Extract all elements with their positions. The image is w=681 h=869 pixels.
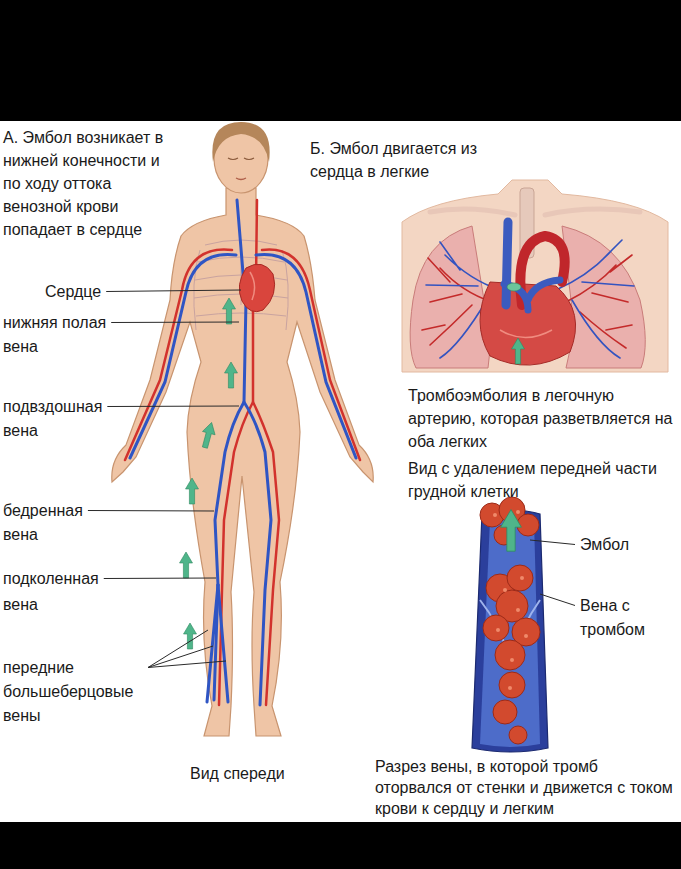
panel-heading: А. Эмбол возникает в нижней конечности и… [3, 126, 179, 241]
vein-section [495, 640, 525, 670]
view-caption: Вид спереди [190, 762, 330, 785]
vein-section [516, 608, 520, 612]
chest-view [504, 280, 560, 310]
vein-section [480, 497, 540, 744]
vein-section [493, 700, 517, 724]
vein [214, 585, 218, 700]
leader-line [148, 630, 208, 668]
vein-section [496, 628, 500, 632]
flow-arrow [199, 421, 218, 449]
body-figure [236, 178, 246, 180]
chest-view [402, 180, 668, 372]
part-label: Вена с тромбом [580, 594, 665, 642]
chest-view [507, 283, 521, 291]
body-figure [112, 188, 373, 736]
vein-section [507, 565, 533, 591]
flow-arrow [180, 552, 193, 578]
part-label: Эмбол [580, 533, 670, 556]
vein-section [520, 576, 524, 580]
anatomy-label: нижняя полая вена [3, 311, 128, 359]
anatomy-label: подколенная вена [3, 566, 128, 618]
leader-line [107, 406, 239, 408]
vein [215, 300, 246, 585]
anatomy-label: бедренная вена [3, 499, 113, 547]
flow-arrow [184, 623, 197, 649]
artery [125, 250, 232, 461]
artery [125, 200, 360, 705]
chest-view [506, 222, 508, 305]
leader-line [111, 322, 239, 324]
vein [207, 585, 218, 702]
chest-view [402, 180, 668, 372]
vein-section [503, 588, 507, 592]
vein-section [516, 510, 520, 514]
chest-view [500, 330, 552, 338]
body-figure [212, 122, 269, 162]
vein-section [472, 510, 548, 752]
vein-section [524, 634, 528, 638]
body-figure [228, 158, 254, 160]
vein [130, 200, 356, 705]
leader-line [88, 290, 575, 668]
vein-section [509, 726, 527, 744]
anatomy-label: передние большеберцовые вены [3, 656, 143, 728]
figure-caption: Вид с удалением передней части грудной к… [408, 457, 674, 503]
leader-line [106, 290, 241, 292]
leader-line [88, 510, 214, 512]
leader-line [530, 540, 575, 545]
flow-arrow [225, 362, 238, 388]
panel-heading: Б. Эмбол двигается из сердца в легкие [310, 137, 490, 183]
vein [237, 200, 244, 285]
leader-line [148, 646, 213, 668]
chest-view [566, 255, 632, 348]
vein-section [501, 510, 522, 552]
vein-section [472, 497, 548, 752]
vein-section [499, 672, 525, 698]
heart [239, 264, 274, 312]
leader-line [540, 594, 575, 606]
black-band [0, 822, 681, 869]
vein [218, 585, 228, 702]
leader-line [148, 661, 226, 668]
anatomy-label: подвздошная вена [3, 395, 128, 443]
vein [244, 402, 271, 705]
vein-section [483, 615, 509, 641]
vein-section [508, 686, 512, 690]
artery [253, 295, 279, 705]
flow-arrow [180, 298, 238, 649]
chest-view [430, 209, 640, 215]
vein-section [493, 510, 528, 690]
flow-arrow [186, 478, 199, 504]
flow-arrow [223, 298, 236, 324]
black-band [0, 0, 681, 121]
vein-section [493, 513, 497, 517]
figure-caption: Тромбоэмболия в легочную артерию, котора… [408, 384, 674, 453]
vein [130, 254, 236, 458]
figure-caption: Разрез вены, в которой тромб оторвался о… [375, 756, 675, 819]
leader-line [104, 578, 216, 580]
chest-view [562, 226, 645, 368]
heart [250, 272, 255, 300]
body-figure [112, 122, 373, 736]
vein-section [510, 658, 514, 662]
heart [239, 264, 274, 312]
artery [219, 402, 253, 705]
chest-view [512, 338, 525, 364]
anatomy-label: Сердце [45, 280, 135, 303]
